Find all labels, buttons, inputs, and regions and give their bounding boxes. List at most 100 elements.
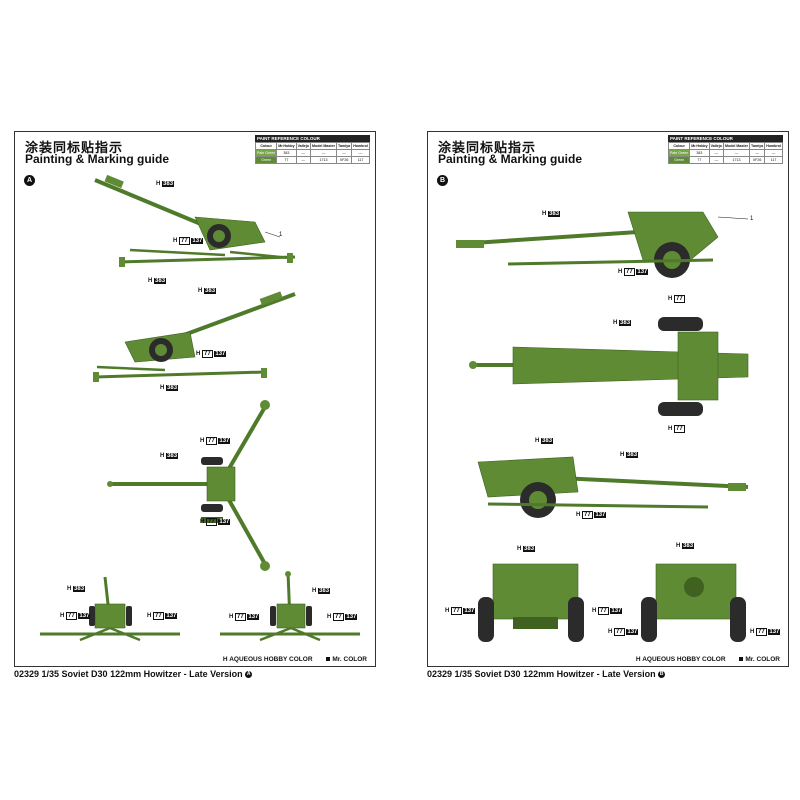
howitzer-side-view-right-elevated <box>93 291 296 382</box>
table-cell: — <box>708 156 725 164</box>
legend-mr-color: Mr. COLOR <box>326 656 367 663</box>
table-cell: 117 <box>764 156 783 164</box>
callout-value: 383 <box>626 452 639 458</box>
callout-value: 137 <box>636 269 649 275</box>
callout-prefix: H <box>148 278 153 284</box>
callout-value: 383 <box>619 320 632 326</box>
callout-prefix: H <box>608 629 613 635</box>
callout-prefix: H <box>535 438 540 444</box>
howitzer-rear-view <box>641 563 746 642</box>
callout-value: 137 <box>214 351 227 357</box>
callout-h77-137: H 77 137 <box>445 607 476 615</box>
paint-reference-table: PAINT REFERENCE COLOUR Colour Mr.Hobby V… <box>254 135 370 164</box>
table-cell: XF26 <box>336 156 353 164</box>
callout-prefix: H <box>618 269 623 275</box>
callout-value: 77 <box>756 628 767 636</box>
howitzer-b-drawings <box>456 211 749 642</box>
view-letter-a-badge: A <box>24 175 35 186</box>
table-cell: — <box>295 156 312 164</box>
howitzer-rear-view <box>220 571 360 642</box>
callout-part-1: 1 <box>750 216 754 222</box>
callout-value: 383 <box>541 438 554 444</box>
table-row: Green 77 — 1713 XF26 117 <box>667 156 783 164</box>
painting-guide-panel-b: 涂装同标贴指示 Painting & Marking guide PAINT R… <box>427 131 789 667</box>
callout-prefix: H <box>200 519 205 525</box>
callout-h77-137: H 77 137 <box>196 350 227 358</box>
callout-h77-137: H 77 137 <box>576 511 607 519</box>
view-letter-b-badge: B <box>437 175 448 186</box>
callout-prefix: H <box>198 288 203 294</box>
caption-letter-badge: B <box>658 671 666 679</box>
callout-prefix: H <box>517 546 522 552</box>
callout-value: 137 <box>594 512 607 518</box>
callout-h77: H 77 <box>668 295 685 303</box>
legend-aqueous: AQUEOUS HOBBY COLOR <box>642 656 726 663</box>
callout-value: 137 <box>78 613 91 619</box>
callout-part-1: 1 <box>279 232 283 238</box>
callout-value: 77 <box>451 607 462 615</box>
callout-prefix: H <box>67 586 72 592</box>
callout-value: 383 <box>73 586 86 592</box>
legend-mr-color-label: Mr. COLOR <box>332 656 367 663</box>
callout-value: 77 <box>202 350 213 358</box>
callout-value: 137 <box>191 238 204 244</box>
callout-prefix: H <box>576 512 581 518</box>
title-english: Painting & Marking guide <box>25 152 170 166</box>
callout-value: 383 <box>166 453 179 459</box>
callout-h383: H 383 <box>676 543 695 549</box>
painting-guide-panel-a: 涂装同标贴指示 Painting & Marking guide PAINT R… <box>14 131 376 667</box>
callout-h77: H 77 <box>668 425 685 433</box>
callout-h77-137: H 77 137 <box>592 607 623 615</box>
callout-prefix: H <box>312 588 317 594</box>
legend-mr-color-label: Mr. COLOR <box>745 656 780 663</box>
callout-value: 137 <box>768 629 781 635</box>
callout-prefix: H <box>542 211 547 217</box>
callout-h383: H 383 <box>620 452 639 458</box>
paint-reference-table: PAINT REFERENCE COLOUR Colour Mr.Hobby V… <box>667 135 783 164</box>
callout-value: 77 <box>66 612 77 620</box>
callout-value: 137 <box>345 614 358 620</box>
callout-h77-137: H 77 137 <box>200 518 231 526</box>
table-cell: XF26 <box>749 156 766 164</box>
callout-value: 77 <box>333 613 344 621</box>
callout-prefix: H <box>592 608 597 614</box>
legend-aqueous: AQUEOUS HOBBY COLOR <box>229 656 313 663</box>
table-header-row: Colour Mr.Hobby Vallejo Model Master Tam… <box>254 142 370 150</box>
callout-prefix: H <box>229 614 234 620</box>
callout-value: 383 <box>162 181 175 187</box>
callout-prefix: H <box>613 320 618 326</box>
callout-value: 137 <box>610 608 623 614</box>
callout-prefix: H <box>445 608 450 614</box>
callout-prefix: H <box>327 614 332 620</box>
callout-h77-137: H 77 137 <box>200 437 231 445</box>
color-legend: H AQUEOUS HOBBY COLOR Mr. COLOR <box>636 656 780 663</box>
callout-prefix: H <box>173 238 178 244</box>
table-caption: PAINT REFERENCE COLOUR <box>668 135 783 142</box>
page-caption-b: 02329 1/35 Soviet D30 122mm Howitzer - L… <box>427 669 666 679</box>
title-english: Painting & Marking guide <box>438 152 583 166</box>
callout-value: 383 <box>204 288 217 294</box>
callout-value: 77 <box>674 295 685 303</box>
callout-h77-137: H 77 137 <box>173 237 204 245</box>
callout-value: 383 <box>318 588 331 594</box>
callout-h383: H 383 <box>148 278 167 284</box>
howitzer-side-view-level-right <box>477 456 749 518</box>
howitzer-top-view <box>107 400 270 571</box>
callout-value: 77 <box>582 511 593 519</box>
callout-h383: H 383 <box>517 546 536 552</box>
callout-value: 383 <box>166 385 179 391</box>
table-row: Pale Green 383 — — — — <box>667 149 783 157</box>
table-caption: PAINT REFERENCE COLOUR <box>255 135 370 142</box>
callout-value: 77 <box>153 612 164 620</box>
callout-value: 383 <box>548 211 561 217</box>
legend-dot-icon <box>739 657 744 662</box>
legend-h-label: H <box>222 656 228 663</box>
callout-value: 77 <box>206 437 217 445</box>
callout-prefix: H <box>160 453 165 459</box>
callout-h77-137: H 77 137 <box>327 613 358 621</box>
callout-value: 77 <box>624 268 635 276</box>
callout-value: 77 <box>614 628 625 636</box>
callout-value: 137 <box>463 608 476 614</box>
caption-letter-badge: A <box>245 671 253 679</box>
callout-value: 77 <box>206 518 217 526</box>
